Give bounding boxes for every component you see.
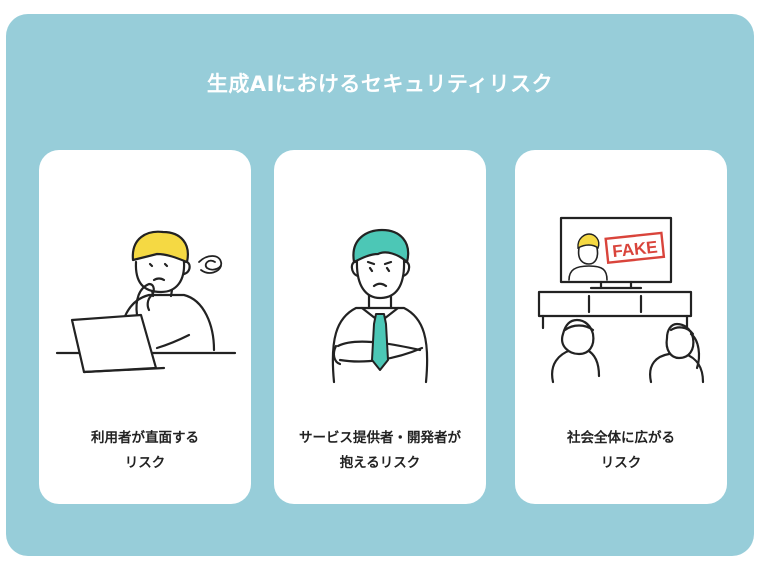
card-caption: 社会全体に広がる リスク [515, 426, 727, 476]
fake-stamp-text: FAKE [611, 237, 658, 261]
user-at-laptop-icon [55, 230, 237, 374]
caption-line: 社会全体に広がる [567, 430, 675, 446]
card-provider-risk: サービス提供者・開発者が 抱えるリスク [274, 150, 486, 504]
card-caption: サービス提供者・開発者が 抱えるリスク [274, 426, 486, 476]
page-title: 生成AIにおけるセキュリティリスク [206, 72, 554, 96]
caption-line: リスク [600, 455, 642, 471]
caption-line: 利用者が直面する [91, 430, 199, 446]
card-user-risk: 利用者が直面する リスク [39, 150, 251, 504]
caption-line: リスク [124, 455, 166, 471]
card-society-risk: FAKE 社会全体に広がる リスク [515, 150, 727, 504]
fake-news-tv-icon: FAKE [537, 216, 705, 384]
worried-provider-icon [331, 228, 429, 384]
caption-line: サービス提供者・開発者が [299, 430, 461, 446]
card-caption: 利用者が直面する リスク [39, 426, 251, 476]
caption-line: 抱えるリスク [339, 455, 421, 471]
